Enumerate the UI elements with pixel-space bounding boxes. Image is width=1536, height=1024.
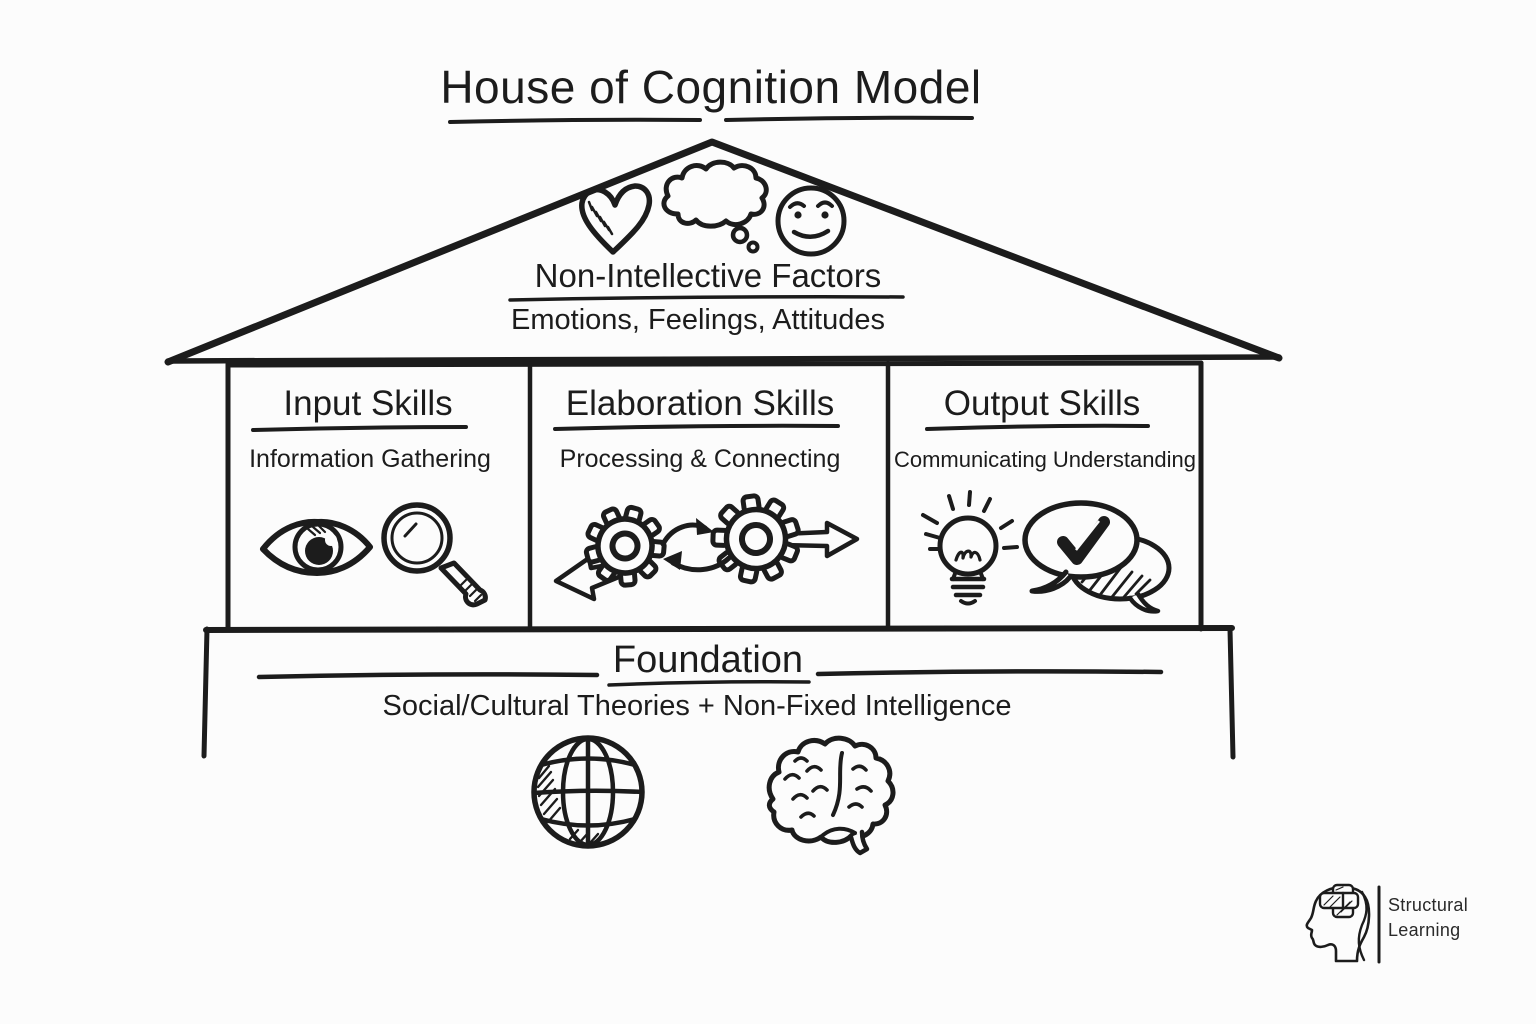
globe-hatching xyxy=(536,764,600,845)
thought-cloud-icon xyxy=(661,159,769,254)
logo-text-line2: Learning xyxy=(1388,920,1461,940)
heart-icon xyxy=(579,183,653,255)
room1-underline xyxy=(251,425,468,432)
head-puzzle-icon xyxy=(1305,883,1381,964)
room-elaboration-title: Elaboration Skills xyxy=(565,384,835,423)
globe-icon xyxy=(531,735,645,849)
room2-underline xyxy=(553,423,840,431)
eye-icon xyxy=(260,518,373,576)
speech-bubbles-check-icon xyxy=(1022,500,1172,614)
room-input-title: Input Skills xyxy=(283,384,453,423)
room-output-subtitle: Communicating Understanding xyxy=(893,447,1197,472)
room-input-subtitle: Information Gathering xyxy=(249,445,491,473)
smiley-face-icon xyxy=(775,185,847,257)
brain-stem xyxy=(848,829,870,856)
foundation-title-underline xyxy=(607,680,811,687)
page-title: House of Cognition Model xyxy=(440,61,982,113)
title-underline xyxy=(448,117,702,124)
gear-left-icon xyxy=(583,504,667,588)
hand-underlines xyxy=(251,115,1164,687)
brain-icon xyxy=(766,735,896,856)
room-output-title: Output Skills xyxy=(943,384,1141,423)
room3-underline xyxy=(925,423,1150,431)
speech-bubble-front xyxy=(1022,500,1140,580)
roof-heading-underline xyxy=(508,295,905,302)
magnifier-icon xyxy=(381,502,488,608)
foundation-line-right xyxy=(815,669,1164,677)
foundation-top-line xyxy=(203,625,1235,633)
roof-heading: Non-Intellective Factors xyxy=(534,257,882,294)
logo-text-line1: Structural xyxy=(1388,895,1469,915)
gear-right-icon xyxy=(710,493,801,585)
check-mark xyxy=(1057,516,1110,565)
title-underline-2 xyxy=(724,115,974,122)
house-outline xyxy=(164,138,1283,760)
cycle-arrows-icon xyxy=(660,518,732,573)
logo-wave-line xyxy=(1357,890,1368,962)
foundation-line-left xyxy=(256,672,600,680)
lightbulb-icon xyxy=(921,490,1019,606)
roof-subheading: Emotions, Feelings, Attitudes xyxy=(511,304,885,336)
brain-folds xyxy=(783,756,873,819)
puzzle-cross xyxy=(1318,883,1360,919)
room-elaboration-subtitle: Processing & Connecting xyxy=(559,445,841,473)
foundation-subtitle: Social/Cultural Theories + Non-Fixed Int… xyxy=(382,690,1012,722)
foundation-title: Foundation xyxy=(612,639,804,681)
